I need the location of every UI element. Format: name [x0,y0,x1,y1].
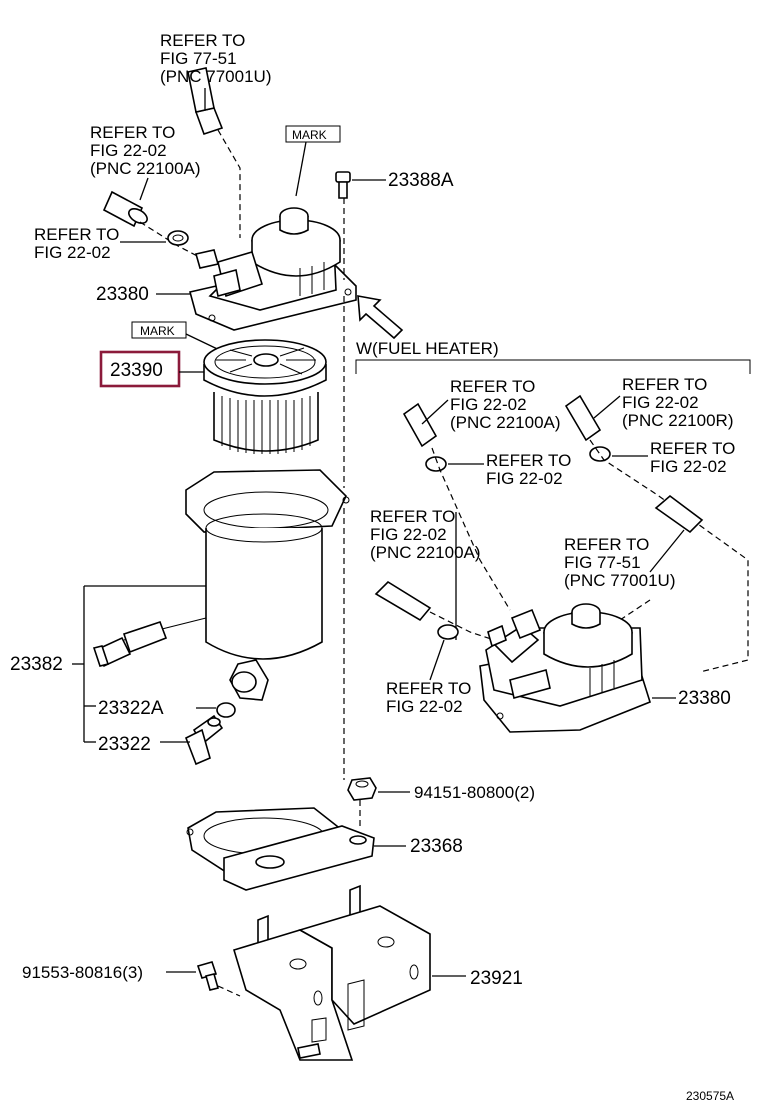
heater-clamp-right [589,446,611,462]
callout-ref-heater-hose-r-2: FIG 22-02 [622,393,699,412]
callout-ref-heater-clamp-bottom-1: REFER TO [386,679,471,698]
callout-ref-heater-clamp-bottom-2: FIG 22-02 [386,697,463,716]
mark-box-top [285,125,341,143]
bracket-23368 [186,807,375,891]
callout-ref-clamp-left-1: REFER TO [34,225,119,244]
heater-hose-a [402,402,438,448]
hose-clamp-left [167,230,189,246]
callout-ref-heater-hose-r-3: (PNC 22100R) [622,411,734,430]
callout-ref-heater-clamp-mid-1: REFER TO [486,451,571,470]
callout-ref-hose-left-3: (PNC 22100A) [90,159,201,178]
callout-ref-heater-hose-77-3: (PNC 77001U) [564,571,676,590]
filter-head-23380 [189,207,357,331]
callout-ref-hose-top-1: REFER TO [160,31,245,50]
callout-ref-heater-hose-r-1: REFER TO [622,375,707,394]
callout-ref-heater-hose-a-1: REFER TO [450,377,535,396]
figure-code: 230575A [686,1089,734,1103]
callout-ref-heater-clamp-right-2: FIG 22-02 [650,457,727,476]
callout-ref-heater-hose-a-2: FIG 22-02 [450,395,527,414]
callout-ref-heater-hose-left-2: FIG 22-02 [370,525,447,544]
section-bracket-fuel-heater [355,359,751,374]
callout-ref-hose-left-1: REFER TO [90,123,175,142]
part-number-23380-heater: 23380 [678,688,731,709]
callout-ref-heater-hose-left-3: (PNC 22100A) [370,543,481,562]
bolt-91553 [196,961,219,991]
part-number-23388a: 23388A [388,170,454,191]
heater-hose-left [374,580,432,622]
heater-hose-r [564,394,602,442]
part-number-23382: 23382 [10,654,63,675]
callout-ref-hose-top-2: FIG 77-51 [160,49,237,68]
sensor-23322 [184,714,224,766]
filter-head-23380-heater [479,603,651,733]
heater-hose-77 [654,494,704,534]
mark-label-filter: MARK [140,324,175,338]
mark-label-top: MARK [292,128,327,142]
callout-ref-clamp-left-2: FIG 22-02 [34,243,111,262]
fuel-hose-top [187,67,224,136]
callout-ref-heater-clamp-mid-2: FIG 22-02 [486,469,563,488]
part-number-23322: 23322 [98,734,151,755]
part-number-23322a: 23322A [98,698,164,719]
callout-ref-hose-top-3: (PNC 77001U) [160,67,272,86]
part-number-23921: 23921 [470,968,523,989]
callout-ref-heater-hose-a-3: (PNC 22100A) [450,413,561,432]
mark-box-filter [131,321,187,339]
arrow-fuel-heater [357,295,404,340]
fuel-hose-left [102,190,148,228]
part-number-23390: 23390 [110,360,163,381]
part-number-23380: 23380 [96,284,149,305]
filter-element-23390 [203,339,327,454]
heater-clamp-mid [425,456,447,472]
o-ring-23322a [216,702,236,718]
part-number-94151: 94151-80800(2) [414,783,535,802]
filter-case-23382 [92,469,350,701]
callout-ref-hose-left-2: FIG 22-02 [90,141,167,160]
callout-ref-heater-hose-77-1: REFER TO [564,535,649,554]
heater-clamp-bottom [437,624,459,640]
bracket-23921 [233,884,431,1061]
callout-ref-heater-hose-left-1: REFER TO [370,507,455,526]
part-number-23368: 23368 [410,836,463,857]
highlight-box-23390 [99,350,181,388]
section-label-fuel-heater: W(FUEL HEATER) [356,339,499,358]
callout-ref-heater-hose-77-2: FIG 77-51 [564,553,641,572]
part-number-91553: 91553-80816(3) [22,963,143,982]
callout-ref-heater-clamp-right-1: REFER TO [650,439,735,458]
nut-94151 [347,777,377,801]
bolt-23388a [335,171,351,199]
